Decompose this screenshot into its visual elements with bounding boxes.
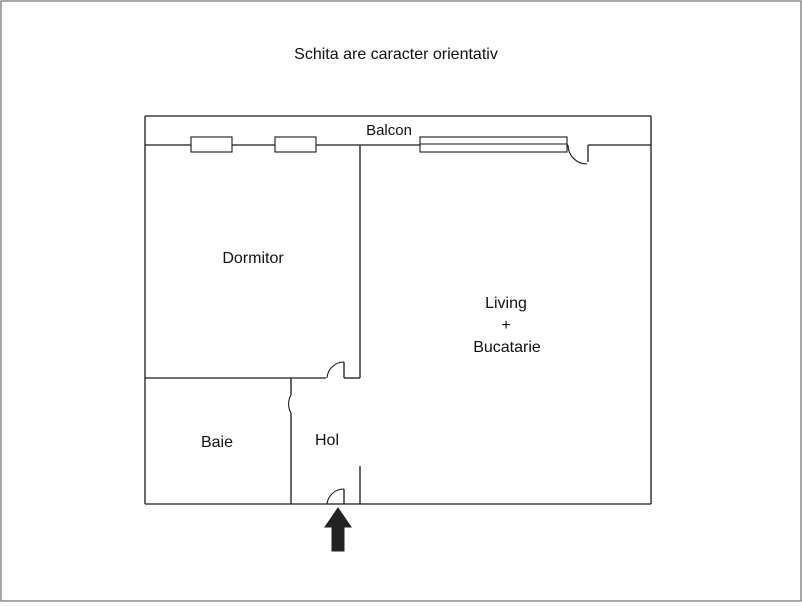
bedroom-window-left: [190, 136, 233, 153]
page-title: Schita are caracter orientativ: [294, 46, 498, 63]
doors: [288, 144, 588, 505]
windows: [190, 136, 568, 153]
bedroom-door: [326, 361, 345, 379]
hall-label: Hol: [315, 432, 339, 449]
walls: [144, 115, 652, 505]
bedroom-label: Dormitor: [222, 250, 284, 267]
bedroom-window-right: [274, 136, 317, 153]
bathroom-door: [288, 394, 292, 414]
balcony-door: [567, 144, 588, 165]
living-label-line3: Bucatarie: [473, 339, 541, 356]
entrance-arrow-icon: [324, 507, 352, 552]
bathroom-label: Baie: [201, 434, 233, 451]
living-label-line1: Living: [485, 295, 527, 312]
entrance-door: [326, 488, 345, 505]
balcony-label: Balcon: [366, 122, 412, 139]
living-label-line2: +: [501, 317, 510, 334]
